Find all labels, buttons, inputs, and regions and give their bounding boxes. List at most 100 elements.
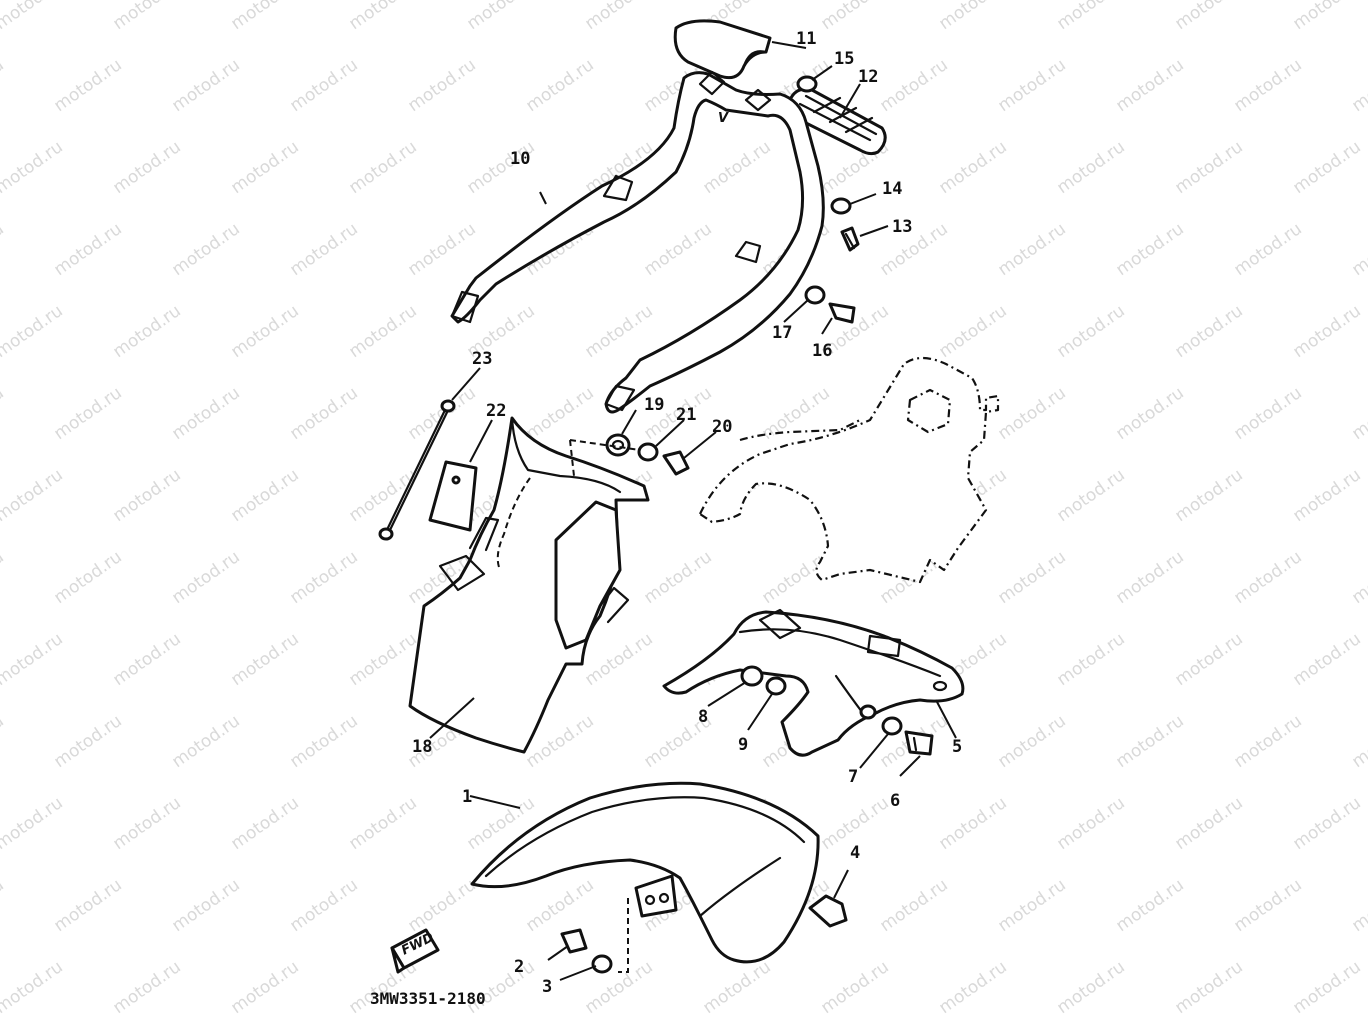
watermark-text: motod.ru (463, 0, 538, 34)
callout-23: 23 (472, 349, 492, 369)
watermark-text: motod.ru (640, 547, 715, 608)
watermark-text: motod.ru (817, 0, 892, 34)
watermark-text: motod.ru (345, 0, 420, 34)
callout-17: 17 (772, 323, 792, 343)
watermark-text: motod.ru (345, 137, 420, 198)
watermark-text: motod.ru (581, 301, 656, 362)
callout-7: 7 (848, 767, 858, 787)
callout-3: 3 (542, 977, 552, 997)
part-8-nut (740, 665, 764, 687)
watermark-text: motod.ru (109, 957, 184, 1018)
watermark-text: motod.ru (1053, 0, 1128, 34)
watermark-text: motod.ru (994, 547, 1069, 608)
watermark-text: motod.ru (50, 383, 125, 444)
watermark-text: motod.ru (227, 0, 302, 34)
callout-19: 19 (644, 395, 664, 415)
watermark-text: motod.ru (1230, 383, 1305, 444)
watermark-text: motod.ru (876, 875, 951, 936)
watermark-text: motod.ru (876, 55, 951, 116)
watermark-text: motod.ru (0, 629, 67, 690)
watermark-text: motod.ru (1348, 875, 1368, 936)
watermark-text: motod.ru (0, 219, 8, 280)
watermark-text: motod.ru (1348, 55, 1368, 116)
callout-2: 2 (514, 957, 524, 977)
watermark-text: motod.ru (1112, 219, 1187, 280)
watermark-text: motod.ru (1053, 465, 1128, 526)
watermark-text: motod.ru (1171, 137, 1246, 198)
part-15-nut (796, 75, 818, 93)
callout-1: 1 (462, 787, 472, 807)
watermark-text: motod.ru (0, 957, 67, 1018)
watermark-text: motod.ru (1289, 957, 1364, 1018)
callout-4: 4 (850, 843, 860, 863)
callout-22: 22 (486, 401, 506, 421)
part-6-bolt (904, 730, 934, 756)
watermark-text: motod.ru (1289, 0, 1364, 34)
watermark-text: motod.ru (1348, 547, 1368, 608)
watermark-text: motod.ru (286, 219, 361, 280)
watermark-text: motod.ru (0, 137, 67, 198)
watermark-text: motod.ru (1348, 711, 1368, 772)
watermark-text: motod.ru (1289, 465, 1364, 526)
watermark-text: motod.ru (0, 465, 67, 526)
watermark-text: motod.ru (345, 301, 420, 362)
watermark-text: motod.ru (168, 55, 243, 116)
watermark-text: motod.ru (1053, 629, 1128, 690)
part-22-plate (428, 460, 478, 532)
watermark-text: motod.ru (109, 0, 184, 34)
watermark-text: motod.ru (1289, 793, 1364, 854)
watermark-text: motod.ru (994, 711, 1069, 772)
part-3-nut (591, 954, 613, 974)
watermark-text: motod.ru (581, 629, 656, 690)
watermark-text: motod.ru (404, 383, 479, 444)
callout-14: 14 (882, 179, 902, 199)
watermark-text: motod.ru (1230, 711, 1305, 772)
part-20-bolt (662, 450, 690, 476)
drawing-code: 3MW3351-2180 (370, 989, 486, 1008)
watermark-text: motod.ru (994, 383, 1069, 444)
watermark-text: motod.ru (168, 547, 243, 608)
watermark-text: motod.ru (0, 875, 8, 936)
callout-20: 20 (712, 417, 732, 437)
watermark-text: motod.ru (1230, 547, 1305, 608)
callout-labels: 1 2 3 4 5 6 7 8 9 10 11 12 13 14 15 16 1… (412, 29, 962, 997)
watermark-text: motod.ru (345, 629, 420, 690)
watermark-text: motod.ru (935, 137, 1010, 198)
part-nut-small (859, 704, 877, 720)
watermark-text: motod.ru (168, 875, 243, 936)
watermark-text: motod.ru (1053, 137, 1128, 198)
watermark-text: motod.ru (1348, 219, 1368, 280)
watermark-text: motod.ru (1230, 219, 1305, 280)
part-4-clip (808, 894, 848, 928)
watermark-text: motod.ru (50, 55, 125, 116)
watermark-text: motod.ru (50, 875, 125, 936)
watermark-text: motod.ru (345, 465, 420, 526)
watermark-text: motod.ru (227, 957, 302, 1018)
watermark-text: motod.ru (0, 0, 67, 34)
watermark-text: motod.ru (227, 465, 302, 526)
watermark-text: motod.ru (522, 55, 597, 116)
part-5-fender-stay (662, 608, 965, 757)
watermark-text: motod.ru (168, 383, 243, 444)
part-9-washer (765, 676, 787, 696)
callout-9: 9 (738, 735, 748, 755)
watermark-text: motod.ru (1053, 793, 1128, 854)
watermark-text: motod.ru (1112, 711, 1187, 772)
leader-lines (429, 41, 957, 981)
part-11-pad (673, 19, 772, 80)
watermark-text: motod.ru (935, 301, 1010, 362)
watermark-text: motod.ru (227, 137, 302, 198)
watermark-text: motod.ru (1112, 55, 1187, 116)
watermark-text: motod.ru (109, 301, 184, 362)
callout-21: 21 (676, 405, 696, 425)
watermark-text: motod.ru (404, 875, 479, 936)
watermark-text: motod.ru (640, 219, 715, 280)
watermark-text: motod.ru (1112, 383, 1187, 444)
watermark-text: motod.ru (0, 711, 8, 772)
watermark-text: motod.ru (1289, 629, 1364, 690)
watermark-text: motod.ru (522, 875, 597, 936)
watermark-text: motod.ru (876, 219, 951, 280)
callout-10: 10 (510, 149, 530, 169)
watermark-text: motod.ru (522, 383, 597, 444)
callout-16: 16 (812, 341, 832, 361)
